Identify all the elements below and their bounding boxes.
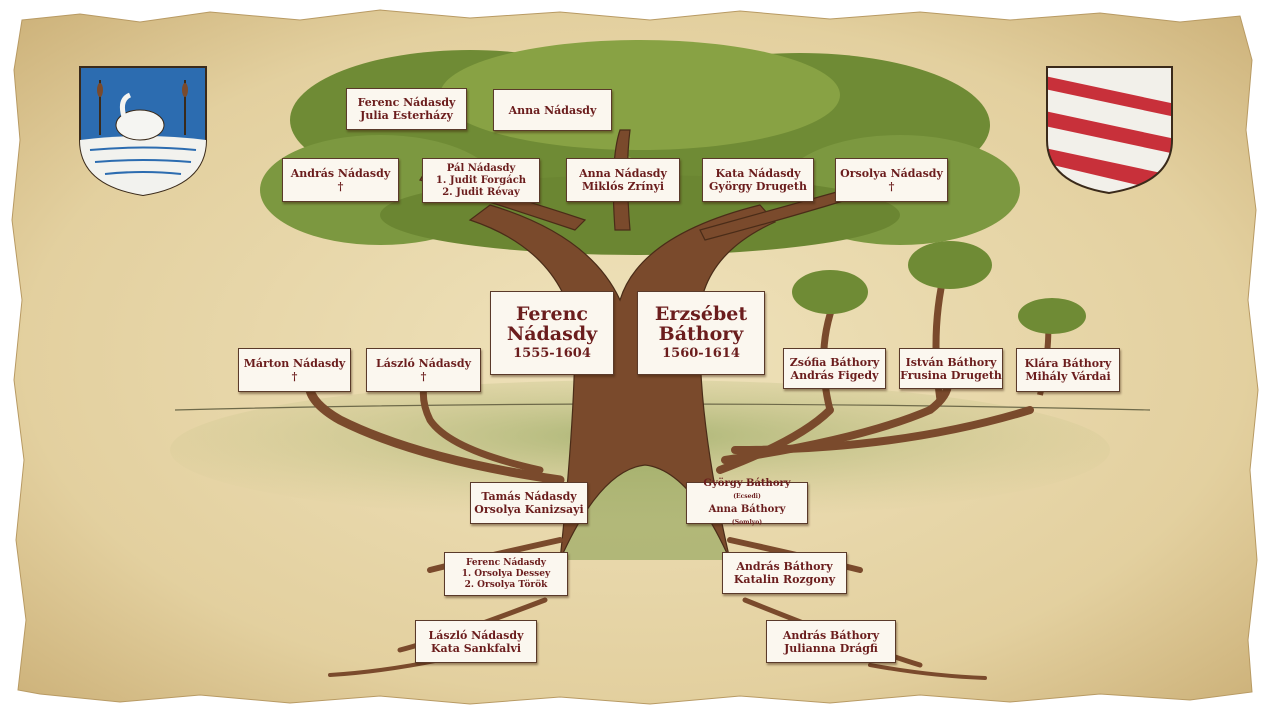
person-ferenc-julia: Ferenc Nádasdy Julia Esterházy (346, 88, 467, 130)
deceased-mark: † (420, 370, 427, 383)
person-erzsebet-main: Erzsébet Báthory 1560-1614 (637, 291, 765, 375)
person-name: Klára Báthory (1024, 357, 1112, 370)
person-andras-nadasdy: András Nádasdy † (282, 158, 399, 202)
spouse-name: Frusina Drugeth (900, 368, 1002, 382)
person-marton: Márton Nádasdy † (238, 348, 351, 392)
person-andras-katalin: András Báthory Katalin Rozgony (722, 552, 847, 594)
branch-note: (Ecsedi) (733, 493, 761, 500)
person-name: András Nádasdy (290, 167, 391, 180)
life-years: 1560-1614 (662, 346, 740, 361)
person-pal: Pál Nádasdy 1. Judit Forgách 2. Judit Ré… (422, 158, 540, 203)
spouse-name-1: 1. Orsolya Dessey (461, 568, 551, 579)
person-name: András Báthory (736, 560, 833, 573)
person-name: Pál Nádasdy (446, 162, 516, 174)
person-istvan: István Báthory Frusina Drugeth (899, 348, 1003, 389)
spouse-name: Katalin Rozgony (733, 573, 836, 586)
person-laszlo-kata: László Nádasdy Kata Sankfalvi (415, 620, 537, 663)
person-name: György Báthory (703, 478, 791, 489)
person-name: Kata Nádasdy (715, 167, 801, 180)
person-gyorgy-anna: György Báthory (Ecsedi) Anna Báthory (So… (686, 478, 808, 526)
person-name: Márton Nádasdy (243, 357, 346, 370)
person-name: Anna Nádasdy (508, 103, 597, 117)
tree-branches (304, 375, 1034, 680)
person-name: Anna Nádasdy (579, 167, 667, 180)
spouse-name: György Drugeth (709, 180, 807, 193)
person-anna-top: Anna Nádasdy (493, 89, 612, 131)
person-orsolya-top: Orsolya Nádasdy † (835, 158, 948, 202)
spouse-name: Anna Báthory (708, 504, 786, 515)
swan-coat-of-arms-icon (79, 66, 207, 197)
red-stripes-coat-of-arms-icon (1046, 66, 1173, 195)
branch-note: (Somlyo) (731, 519, 763, 526)
person-name: László Nádasdy (428, 628, 524, 642)
small-trees (792, 241, 1086, 411)
spouse-name: Orsolya Kanizsayi (474, 503, 584, 516)
person-name: Zsófia Báthory (789, 355, 880, 369)
life-years: 1555-1604 (513, 346, 591, 361)
person-name: Ferenc Nádasdy (465, 557, 547, 568)
family-name: Nádasdy (506, 323, 598, 345)
deceased-mark: † (291, 370, 298, 383)
spouse-name-2: 2. Orsolya Török (464, 579, 548, 590)
spouse-name: Julianna Drágfi (784, 641, 878, 655)
person-zsofia: Zsófia Báthory András Figedy (783, 348, 886, 389)
person-kata-gyorgy: Kata Nádasdy György Drugeth (702, 158, 814, 202)
spouse-name-1: 1. Judit Forgách (435, 174, 527, 186)
first-name: Erzsébet (654, 303, 748, 325)
person-name: Ferenc Nádasdy (357, 96, 456, 109)
person-name: Orsolya Nádasdy (840, 167, 943, 180)
spouse-name: Mihály Várdai (1025, 370, 1111, 383)
first-name: Ferenc (515, 303, 589, 325)
person-klara: Klára Báthory Mihály Várdai (1016, 348, 1120, 392)
person-anna-miklos: Anna Nádasdy Miklós Zrínyi (566, 158, 680, 202)
spouse-name: Miklós Zrínyi (581, 180, 665, 193)
person-ferenc-low: Ferenc Nádasdy 1. Orsolya Dessey 2. Orso… (444, 552, 568, 596)
person-name: András Báthory (782, 628, 880, 642)
spouse-name: Kata Sankfalvi (430, 641, 522, 655)
spouse-name: Julia Esterházy (360, 109, 453, 122)
person-name: László Nádasdy (376, 357, 471, 370)
person-name: Tamás Nádasdy (481, 490, 577, 503)
person-ferenc-main: Ferenc Nádasdy 1555-1604 (490, 291, 614, 375)
person-andras-julianna: András Báthory Julianna Drágfi (766, 620, 896, 663)
spouse-name: András Figedy (790, 368, 879, 382)
person-name: István Báthory (905, 355, 997, 369)
spouse-name-2: 2. Judit Révay (442, 186, 520, 198)
tree-canopy (260, 40, 1020, 255)
deceased-mark: † (337, 180, 344, 193)
person-tamas: Tamás Nádasdy Orsolya Kanizsayi (470, 482, 588, 524)
person-laszlo-top: László Nádasdy † (366, 348, 481, 392)
family-name: Báthory (658, 323, 744, 345)
deceased-mark: † (888, 180, 895, 193)
